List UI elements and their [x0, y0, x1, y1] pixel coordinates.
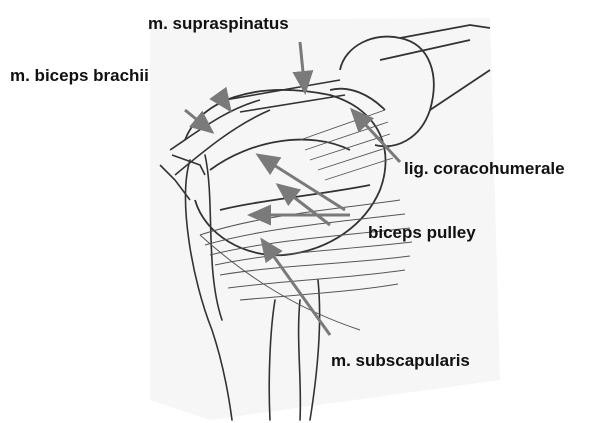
- label-biceps-brachii: m. biceps brachii: [10, 66, 149, 86]
- label-supraspinatus: m. supraspinatus: [148, 14, 289, 34]
- label-lig-coracohumerale: lig. coracohumerale: [404, 159, 565, 179]
- label-biceps-pulley: biceps pulley: [368, 223, 476, 243]
- label-subscapularis: m. subscapularis: [331, 351, 470, 371]
